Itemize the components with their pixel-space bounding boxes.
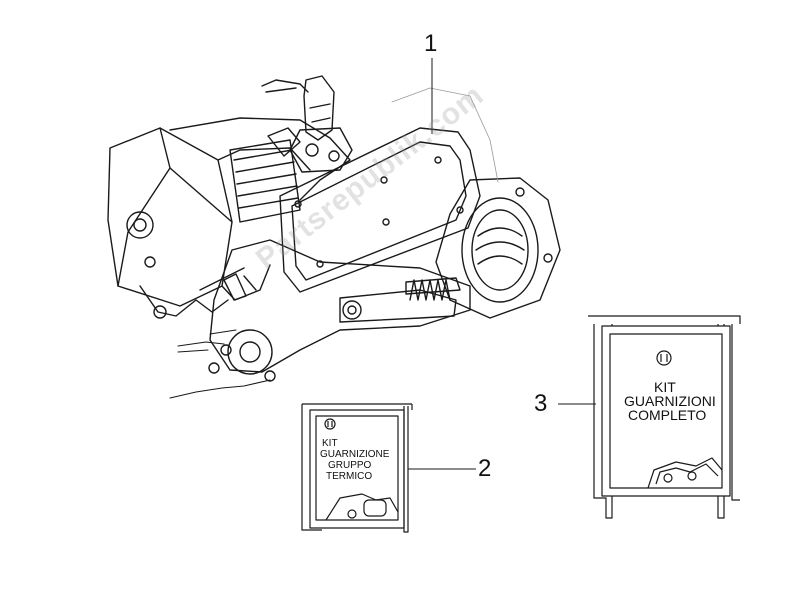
engine-mount <box>139 267 257 319</box>
clutch-housing <box>435 177 561 319</box>
kit2-line-4: TERMICO <box>326 471 372 482</box>
engine-assembly-drawing <box>107 75 561 399</box>
cylinder-fins <box>229 139 301 223</box>
carburettor <box>261 75 353 173</box>
callout-1: 1 <box>424 30 438 57</box>
air-filter-box <box>107 127 233 307</box>
kit2-line-3: GRUPPO <box>328 460 372 471</box>
callout-3: 3 <box>534 390 548 417</box>
gasket-kit-complete <box>588 315 741 519</box>
transmission-cover <box>279 127 481 293</box>
brand-emblem-large <box>656 350 672 366</box>
kit2-line-1: KIT <box>322 438 338 449</box>
kit3-line-3: COMPLETO <box>628 407 706 423</box>
rear-ghost-outline <box>391 87 499 183</box>
kit3-line-2: GUARNIZIONI <box>624 393 716 409</box>
callout-2: 2 <box>478 455 492 482</box>
kit3-line-1: KIT <box>654 379 676 395</box>
gasket-kit-thermal-group <box>301 403 413 533</box>
kit2-line-2: GUARNIZIONE <box>320 449 390 460</box>
filter-cap <box>126 211 154 239</box>
brand-emblem <box>324 418 336 430</box>
wires <box>169 329 271 399</box>
crankcase-lower <box>208 239 471 382</box>
